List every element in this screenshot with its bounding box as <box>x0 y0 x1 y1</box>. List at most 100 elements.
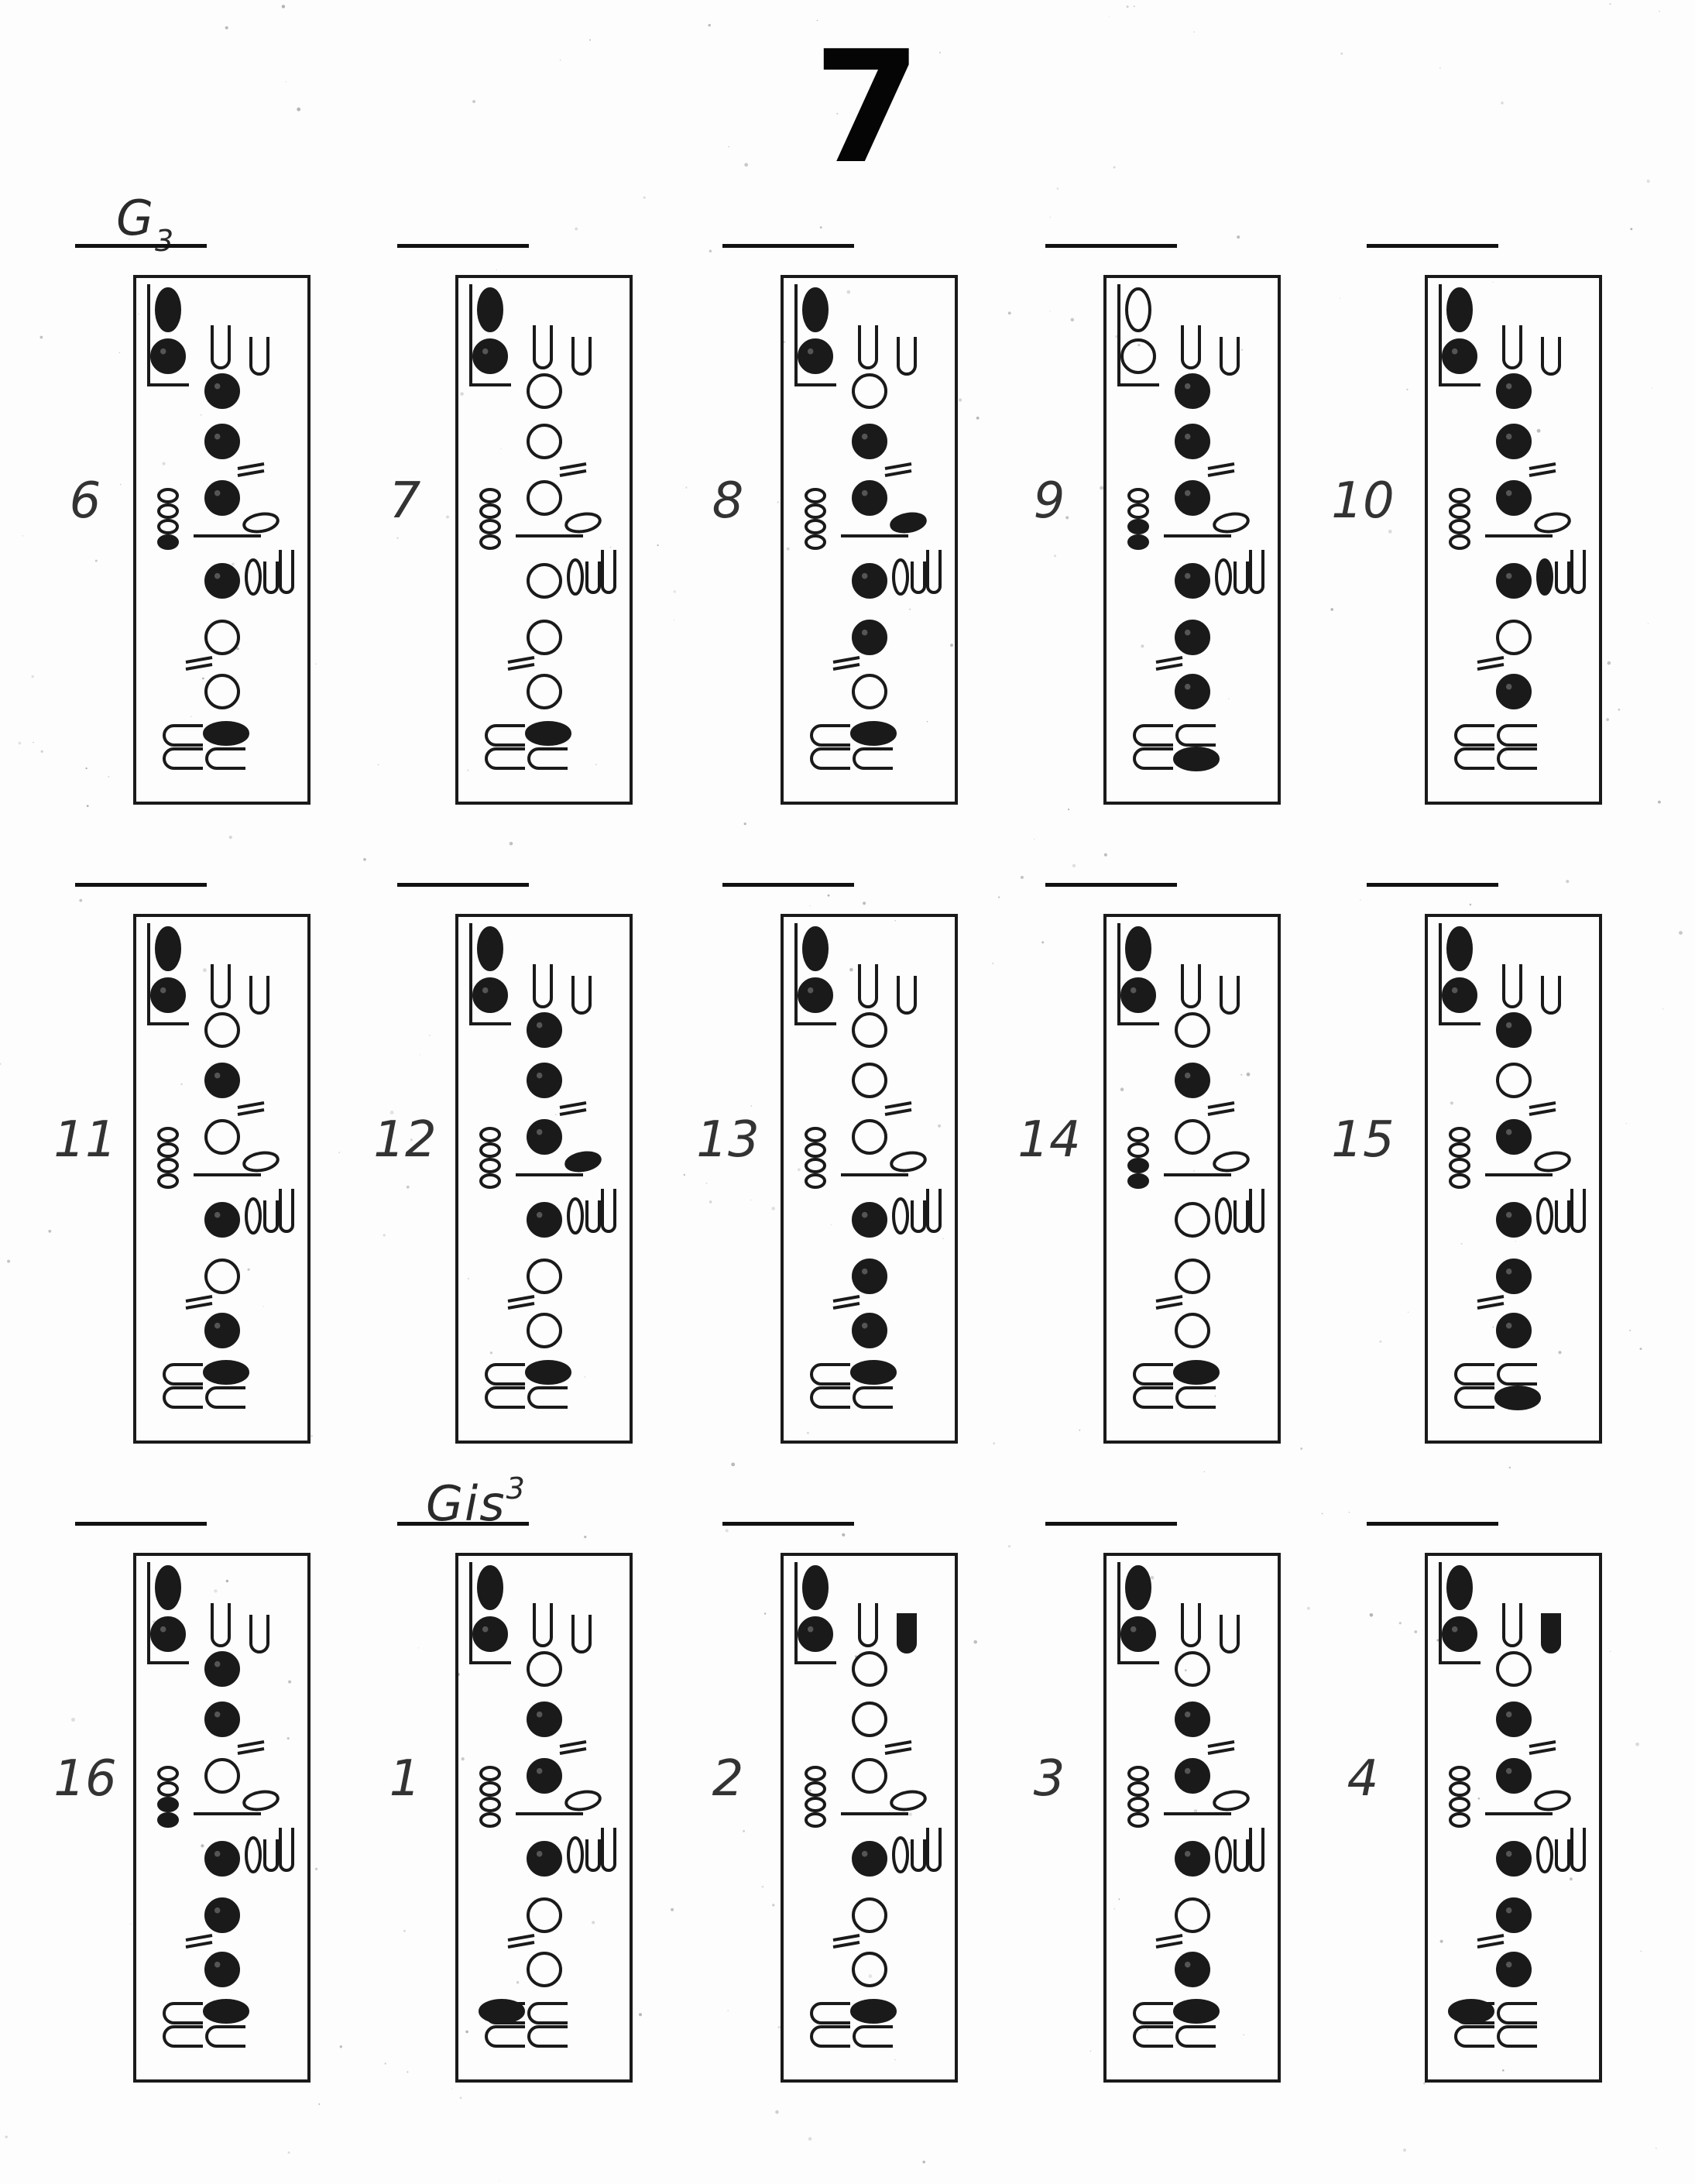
lower-ring-bar <box>1155 1934 1183 1949</box>
upper-hand-hole-3 <box>1175 1758 1210 1794</box>
upper-hand-hole-1 <box>1175 1012 1210 1048</box>
lower-hand-hole-1 <box>1175 563 1210 599</box>
lower-hand-hole-3 <box>1496 1313 1532 1348</box>
lower-ring-bar <box>507 1295 535 1310</box>
thumb-bracket <box>469 284 511 386</box>
upper-ring-bar <box>884 1740 912 1755</box>
lower-ring-bar <box>832 1934 860 1949</box>
lever-key-1 <box>245 558 262 596</box>
clarinet-fingering-diagram <box>781 914 958 1444</box>
lower-ring-bar <box>832 656 860 671</box>
key-shading <box>214 1322 221 1329</box>
lever-key-3 <box>926 550 942 594</box>
key-shading <box>1451 987 1458 994</box>
chart-number: 15 <box>1331 1111 1395 1169</box>
thumb-hole <box>1442 338 1477 374</box>
side-levers <box>1536 1189 1586 1235</box>
scan-speck <box>1625 1123 1627 1125</box>
side-key-1 <box>479 1766 501 1781</box>
chart-number: 2 <box>712 1750 744 1808</box>
lever-key-1 <box>1215 1836 1232 1873</box>
key-shading <box>1505 1022 1512 1028</box>
lower-hand-hole-1 <box>204 1202 240 1238</box>
diagram-frame <box>781 914 958 1444</box>
pinky-key-1 <box>1454 724 1494 747</box>
lower-hand-hole-2 <box>527 1259 562 1294</box>
lever-key-2 <box>1555 1200 1570 1233</box>
lower-hand-hole-2 <box>852 1897 887 1933</box>
diagram-frame <box>781 275 958 805</box>
scan-speck <box>1635 1742 1639 1746</box>
g-sharp-key <box>897 976 917 1015</box>
pinky-key-1 <box>1133 724 1173 747</box>
diagram-frame <box>455 914 633 1444</box>
scan-speck <box>287 2151 290 2154</box>
thumb-bracket <box>794 923 836 1025</box>
key-shading <box>1184 433 1191 440</box>
section-label-text: G <box>116 190 156 246</box>
scan-speck <box>1658 800 1661 804</box>
thumb-bracket <box>469 1562 511 1664</box>
side-levers <box>892 1828 942 1873</box>
lower-hand-hole-1 <box>204 1841 240 1877</box>
lower-ring-bar <box>1155 656 1183 671</box>
scan-speck <box>1056 187 1059 190</box>
key-shading <box>1505 1850 1512 1857</box>
scan-speck <box>1079 1429 1081 1431</box>
side-key-4 <box>1127 534 1149 550</box>
thumb-bracket <box>469 923 511 1025</box>
scan-speck <box>40 750 43 753</box>
thumb-bracket <box>1117 284 1159 386</box>
lever-key-1 <box>892 1197 909 1235</box>
scan-speck <box>1007 1544 1011 1548</box>
side-key-3 <box>157 1158 179 1173</box>
lower-hand-hole-2 <box>527 1897 562 1933</box>
lower-hand-hole-1 <box>1496 1841 1532 1877</box>
chart-answer-line <box>722 883 854 887</box>
pinky-key-right-2 <box>1494 1386 1541 1410</box>
register-key <box>477 287 503 332</box>
side-key-2 <box>479 1781 501 1797</box>
upper-hand-hole-3 <box>527 480 562 516</box>
chart-answer-line <box>1367 883 1498 887</box>
lever-key-1 <box>567 1197 584 1235</box>
lower-hand-hole-3 <box>204 1952 240 1987</box>
key-shading <box>861 1322 868 1329</box>
lower-hand-hole-3 <box>204 674 240 709</box>
register-key <box>155 926 181 971</box>
trill-key <box>1213 512 1250 534</box>
key-shading <box>1505 1767 1512 1774</box>
clarinet-fingering-diagram <box>1103 1553 1281 2083</box>
side-key-1 <box>1449 1127 1470 1142</box>
scan-speck <box>396 537 399 539</box>
upper-hand-hole-3 <box>852 1119 887 1155</box>
lever-key-2 <box>1555 1839 1570 1872</box>
side-key-4 <box>479 1173 501 1189</box>
side-key-1 <box>479 1127 501 1142</box>
key-shading <box>160 348 166 355</box>
g-sharp-key <box>1541 1613 1561 1653</box>
lower-hand-hole-3 <box>1496 674 1532 709</box>
key-shading <box>1130 1626 1137 1633</box>
pinky-key-2 <box>1454 1386 1494 1409</box>
scan-speck <box>94 559 98 562</box>
side-key-3 <box>479 519 501 534</box>
key-shading <box>536 1711 543 1718</box>
scan-speck <box>228 836 232 840</box>
side-key-4 <box>805 534 826 550</box>
scan-speck <box>338 1152 341 1154</box>
chart-number: 4 <box>1347 1750 1379 1808</box>
chart-answer-line <box>1367 244 1498 248</box>
trill-key <box>890 1151 927 1173</box>
lever-key-3 <box>279 1189 294 1233</box>
upper-ring-bar <box>1529 1740 1556 1755</box>
lower-hand-hole-3 <box>1175 1313 1210 1348</box>
scan-speck <box>809 905 811 906</box>
upper-ring-bar <box>1207 1740 1235 1755</box>
thumb-hole <box>1120 977 1156 1013</box>
scan-speck <box>33 741 34 743</box>
side-key-4 <box>1449 534 1470 550</box>
thumb-bracket <box>1439 1562 1481 1664</box>
pinky-key-1 <box>810 1363 850 1386</box>
pinky-key-1 <box>163 1363 203 1386</box>
